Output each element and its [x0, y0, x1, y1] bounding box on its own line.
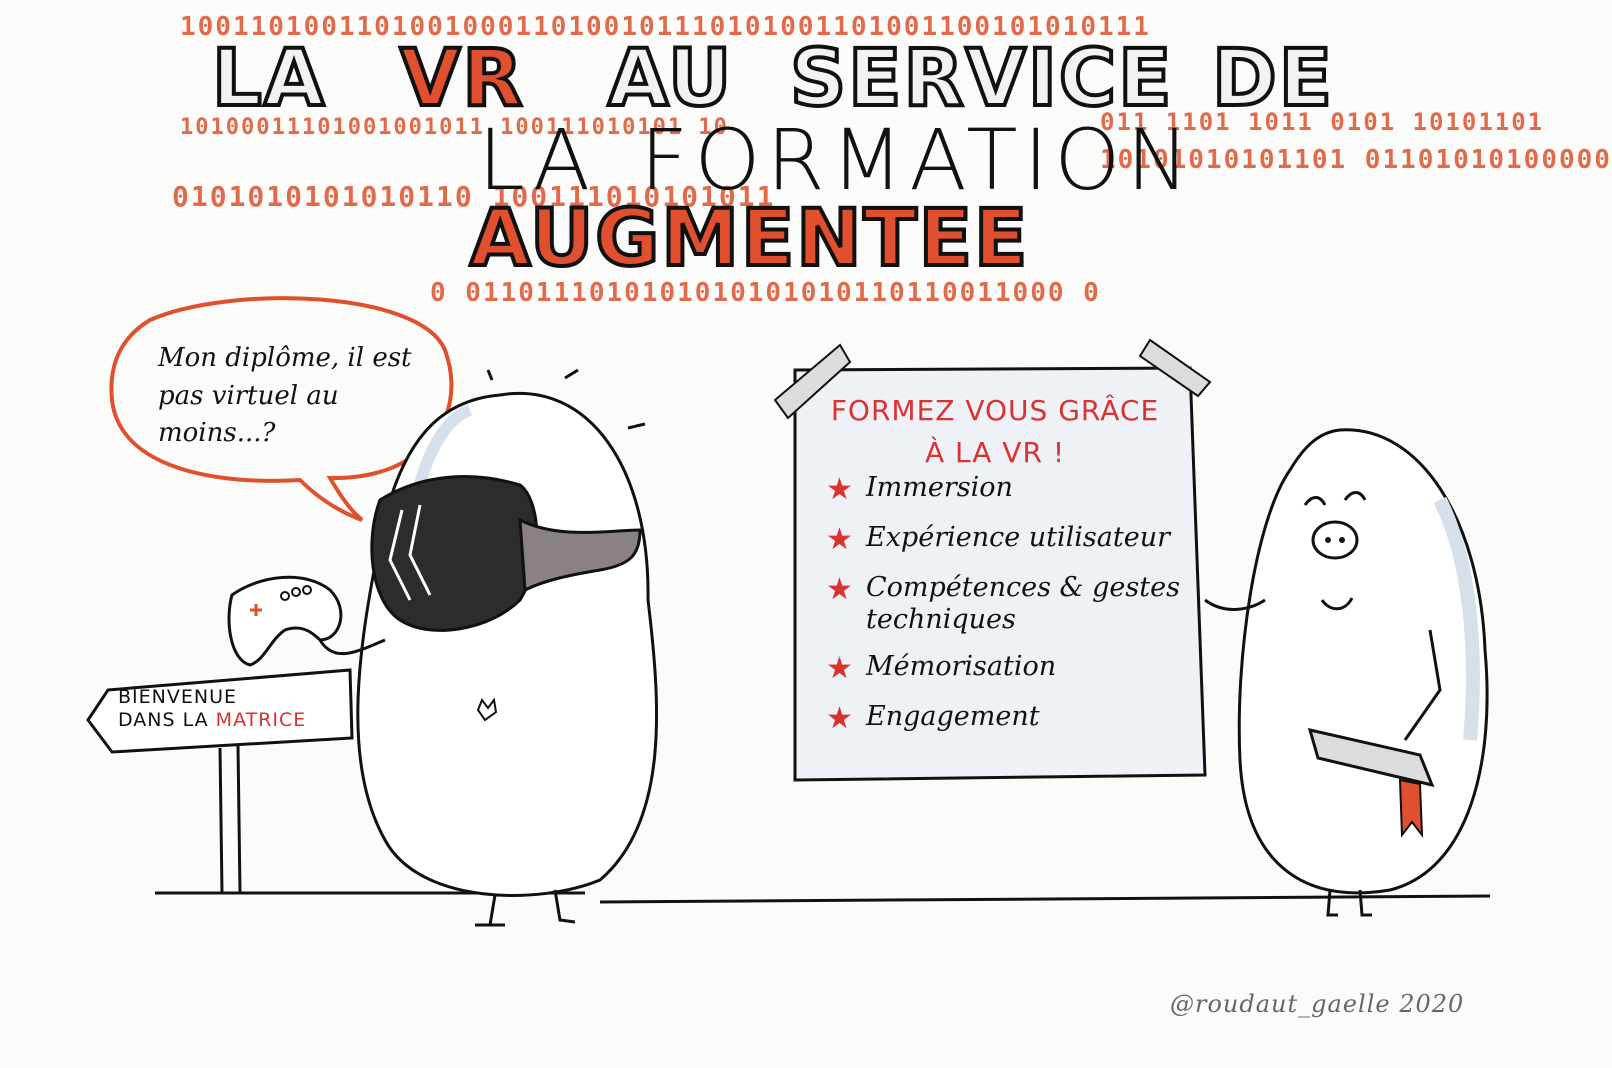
poster-title-line-2: À LA VR ! [924, 436, 1066, 469]
title-word-au: AU [606, 34, 734, 124]
title-word-la-2: LA [478, 111, 597, 209]
speech-bubble-text: Mon diplôme, il est pas virtuel au moins… [158, 343, 412, 449]
artist-credit: @roudaut_gaelle 2020 [1170, 990, 1465, 1018]
left-figure-leg-1 [475, 894, 505, 927]
sign-text: BIENVENUE DANS LA MATRICE [118, 686, 306, 732]
sign-line-1: BIENVENUE [118, 686, 237, 708]
title-word-la: LA [210, 34, 327, 124]
right-figure-eyes [1303, 491, 1367, 506]
star-icon: ★ [826, 700, 853, 736]
title-word-formation: FORMATION [640, 111, 1196, 209]
poster-list-item: ★Compétences & gestes techniques [826, 572, 1180, 636]
binary-row-5: 0101010101010110 100111010101011 [172, 180, 776, 213]
star-icon: ★ [826, 572, 853, 607]
poster-board [793, 366, 1207, 782]
title-word-augmentee: AUGMENTEE [468, 194, 1030, 284]
speech-bubble-shape [109, 296, 454, 522]
tape-right [1138, 338, 1212, 398]
right-figure-legs [1326, 889, 1372, 917]
binary-row-1: 1001101001101001000110100101110101001101… [180, 12, 1151, 42]
right-figure-arm [1204, 598, 1266, 611]
tape-left [773, 343, 852, 420]
poster: FORMEZ VOUS GRÂCE À LA VR ! ★Immersion ★… [790, 360, 1200, 780]
sign-board [86, 668, 354, 754]
diploma-scroll [1307, 727, 1435, 788]
right-figure-nose [1311, 520, 1359, 560]
star-icon: ★ [826, 650, 853, 686]
sign-line-2-highlight: MATRICE [215, 708, 307, 731]
game-controller-shape [227, 575, 343, 667]
sign-line-2: DANS LA MATRICE [118, 709, 306, 732]
right-figure-smile [1320, 597, 1354, 611]
star-icon: ★ [826, 522, 853, 557]
poster-title-line-1: FORMEZ VOUS GRÂCE [830, 394, 1160, 427]
sign-post [218, 745, 242, 894]
vr-headset-strap [518, 517, 642, 593]
poster-list-item: ★Expérience utilisateur [826, 522, 1171, 557]
vr-headset-glare [388, 504, 432, 601]
poster-title: FORMEZ VOUS GRÂCE À LA VR ! [810, 390, 1180, 474]
binary-row-2: 011 1101 1011 0101 10101101 [1100, 108, 1545, 136]
binary-row-4: 10101010101101 01101010100000 [1100, 145, 1612, 175]
title-word-vr: VR [398, 34, 525, 124]
sign-line-2-prefix: DANS LA [118, 708, 216, 731]
surprise-marks [486, 368, 646, 430]
poster-list: ★Immersion ★Expérience utilisateur ★Comp… [826, 472, 1186, 751]
left-figure-hand [476, 697, 498, 722]
left-figure-arm [318, 638, 386, 656]
poster-list-item: ★Mémorisation [826, 650, 1057, 686]
vr-headset [370, 475, 539, 632]
right-figure-shadow [1433, 496, 1480, 741]
poster-list-item: ★Engagement [826, 700, 1040, 736]
controller-dpad [250, 604, 262, 616]
binary-row-3: 10100011101001001011 100111010101 10 [180, 115, 729, 140]
right-figure-arm-2 [1403, 629, 1442, 741]
star-icon: ★ [826, 472, 853, 507]
poster-list-item: ★Immersion [826, 472, 1013, 507]
title-word-service: SERVICE [788, 34, 1174, 124]
speech-bubble: Mon diplôme, il est pas virtuel au moins… [110, 300, 455, 515]
diploma-ribbon [1398, 778, 1424, 839]
ground-line-right [599, 894, 1491, 904]
left-figure-leg-2 [553, 889, 576, 924]
title-word-de: DE [1210, 34, 1335, 124]
binary-row-6: 0 0110111010101010101010110110011000 0 [430, 278, 1101, 308]
